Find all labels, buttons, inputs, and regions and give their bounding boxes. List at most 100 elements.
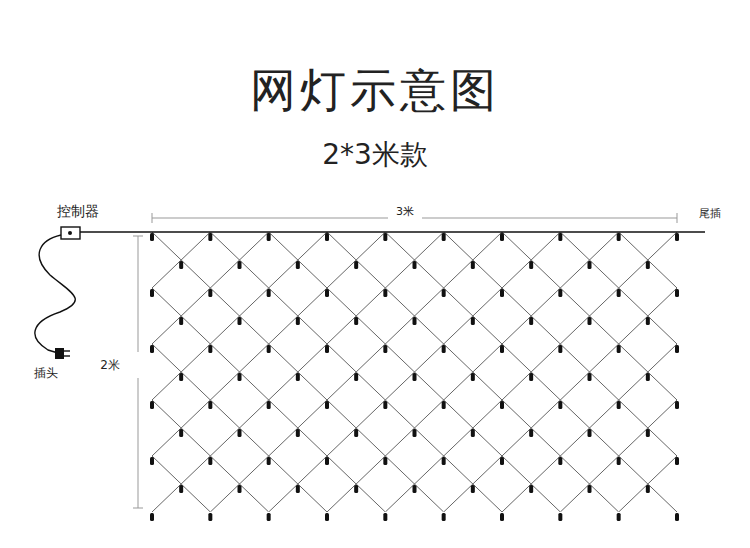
- mesh-wire: [152, 232, 269, 512]
- plug-pin: [64, 355, 70, 356]
- mesh-wire: [152, 232, 444, 512]
- power-cord: [35, 235, 75, 353]
- led-bulb: [267, 401, 271, 409]
- led-bulb: [238, 485, 242, 493]
- tail-plug-label: 尾插: [699, 208, 721, 219]
- mesh-wire: [210, 232, 502, 512]
- led-bulb: [617, 289, 621, 297]
- led-bulb: [646, 485, 650, 493]
- subtitle: 2*3米款: [322, 141, 428, 169]
- led-bulb: [646, 429, 650, 437]
- top-wire: [62, 231, 705, 233]
- led-bulb: [208, 457, 212, 465]
- led-bulb: [354, 373, 358, 381]
- mesh-wire: [269, 232, 561, 512]
- led-bulb: [325, 289, 329, 297]
- mesh-wire: [152, 232, 153, 512]
- led-bulbs: [150, 233, 679, 521]
- led-bulb: [267, 513, 271, 521]
- mesh-wire: [210, 232, 502, 512]
- led-bulb: [500, 457, 504, 465]
- led-bulb: [150, 457, 154, 465]
- led-bulb: [413, 485, 417, 493]
- led-bulb: [529, 261, 533, 269]
- led-bulb: [325, 233, 329, 241]
- led-bulb: [354, 317, 358, 325]
- led-bulb: [558, 289, 562, 297]
- led-bulb: [150, 289, 154, 297]
- led-bulb: [588, 429, 592, 437]
- led-bulb: [325, 513, 329, 521]
- led-bulb: [179, 317, 183, 325]
- led-bulb: [500, 345, 504, 353]
- mesh-wire: [152, 232, 444, 512]
- led-bulb: [558, 457, 562, 465]
- led-bulb: [238, 261, 242, 269]
- led-bulb: [296, 261, 300, 269]
- led-bulb: [471, 429, 475, 437]
- led-bulb: [150, 401, 154, 409]
- led-bulb: [267, 289, 271, 297]
- plug-label: 插头: [34, 367, 58, 379]
- led-bulb: [471, 373, 475, 381]
- led-bulb: [267, 457, 271, 465]
- led-bulb: [354, 485, 358, 493]
- led-bulb: [208, 345, 212, 353]
- led-bulb: [325, 345, 329, 353]
- mesh-wire: [560, 232, 677, 512]
- led-bulb: [296, 429, 300, 437]
- led-bulb: [238, 429, 242, 437]
- led-bulb: [471, 261, 475, 269]
- led-bulb: [675, 513, 679, 521]
- led-bulb: [208, 233, 212, 241]
- led-bulb: [296, 485, 300, 493]
- led-bulb: [646, 261, 650, 269]
- led-bulb: [413, 261, 417, 269]
- mesh-wire: [502, 232, 677, 512]
- mesh-wires: [152, 232, 677, 512]
- led-bulb: [413, 429, 417, 437]
- led-bulb: [617, 401, 621, 409]
- led-bulb: [529, 317, 533, 325]
- led-bulb: [588, 317, 592, 325]
- led-bulb: [296, 373, 300, 381]
- led-bulb: [675, 345, 679, 353]
- led-bulb: [529, 429, 533, 437]
- mesh-wire: [444, 232, 677, 512]
- diagram-title: 网灯示意图: [250, 67, 500, 113]
- led-bulb: [442, 401, 446, 409]
- mesh-wire: [327, 232, 619, 512]
- led-bulb: [179, 429, 183, 437]
- led-bulb: [675, 401, 679, 409]
- led-bulb: [617, 345, 621, 353]
- led-bulb: [296, 317, 300, 325]
- plug: [55, 348, 64, 359]
- led-bulb: [646, 317, 650, 325]
- mesh-wire: [560, 232, 677, 512]
- led-bulb: [150, 233, 154, 241]
- led-bulb: [208, 401, 212, 409]
- controller-label: 控制器: [57, 204, 99, 218]
- mesh-wire: [619, 232, 677, 512]
- led-bulb: [383, 457, 387, 465]
- led-bulb: [500, 233, 504, 241]
- led-bulb: [325, 457, 329, 465]
- led-bulb: [500, 289, 504, 297]
- led-bulb: [588, 485, 592, 493]
- led-bulb: [442, 513, 446, 521]
- led-bulb: [179, 485, 183, 493]
- led-bulb: [588, 373, 592, 381]
- mesh-wire: [327, 232, 619, 512]
- led-bulb: [325, 401, 329, 409]
- dimension-label: 3米: [396, 206, 414, 217]
- led-bulb: [529, 373, 533, 381]
- led-bulb: [267, 345, 271, 353]
- led-bulb: [471, 317, 475, 325]
- led-bulb: [442, 457, 446, 465]
- led-bulb: [179, 373, 183, 381]
- led-bulb: [646, 373, 650, 381]
- led-bulb: [617, 457, 621, 465]
- controller-box: [61, 227, 80, 239]
- led-bulb: [383, 289, 387, 297]
- mesh-wire: [269, 232, 561, 512]
